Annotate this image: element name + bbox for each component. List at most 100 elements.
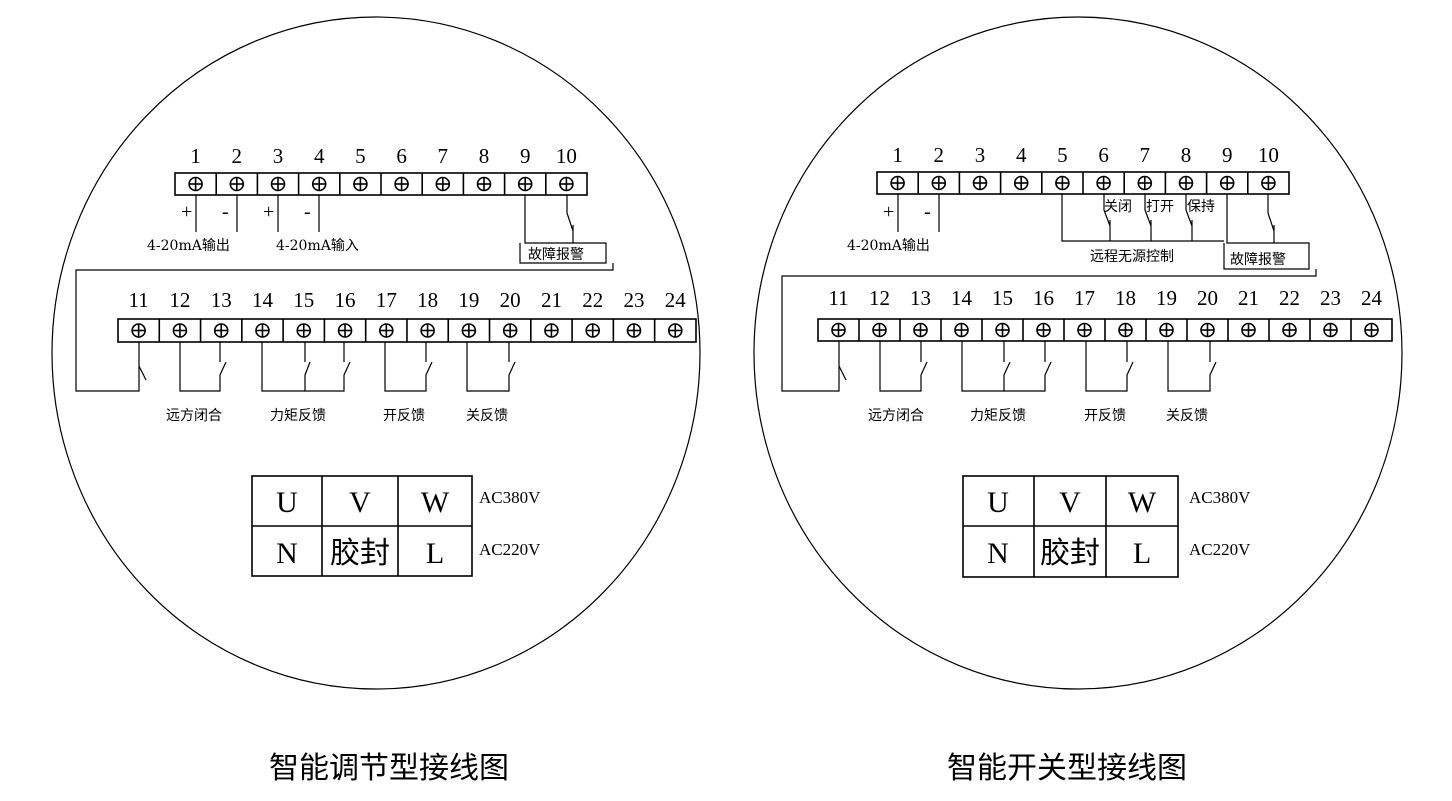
label-4-20ma-output: 4-20mA输出 [147, 238, 230, 254]
terminal-number: 21 [1238, 286, 1259, 310]
cell-v: V [1059, 486, 1081, 519]
terminal-number: 9 [1222, 143, 1233, 167]
contact-16 [305, 342, 351, 392]
terminal-number: 15 [992, 286, 1013, 310]
terminal-number: 20 [500, 288, 521, 312]
terminal-number: 3 [273, 144, 284, 168]
terminal-screw-icon [1178, 175, 1194, 191]
terminal-screw-icon [229, 176, 245, 192]
terminal-number: 11 [129, 288, 149, 312]
terminal-screw-icon [1323, 322, 1338, 338]
terminal-screw-icon [954, 322, 969, 338]
terminal-screw-icon [337, 323, 353, 338]
contact-12-13 [179, 342, 227, 392]
label-close-feedback: 关反馈 [466, 408, 508, 424]
voltage-380: AC380V [1189, 488, 1251, 507]
terminal-number: 18 [417, 288, 438, 312]
terminal-screw-icon [255, 323, 270, 338]
terminal-number: 5 [1057, 143, 1068, 167]
terminal-screw-icon [1200, 322, 1215, 338]
terminal-screw-icon [872, 322, 887, 338]
terminal-number: 16 [335, 288, 356, 312]
sign-minus: - [222, 201, 229, 223]
bottom-wiring: 远方闭合 力矩反馈 开反馈 关反馈 [781, 269, 1317, 424]
terminal-number: 22 [1279, 286, 1300, 310]
contact-17-18 [1085, 341, 1134, 392]
terminal-screw-icon [913, 322, 928, 338]
terminal-screw-icon [1137, 175, 1153, 191]
contact-hold [1185, 194, 1193, 241]
terminal-number: 16 [1033, 286, 1054, 310]
label-4-20ma-input: 4-20mA输入 [276, 238, 359, 254]
cell-n: N [276, 537, 298, 570]
terminal-screw-icon [502, 323, 518, 338]
terminal-screw-icon [1118, 322, 1133, 338]
terminal-number: 24 [1361, 286, 1383, 310]
terminal-screw-icon [559, 176, 574, 192]
terminal-number: 2 [232, 144, 243, 168]
housing-circle [51, 16, 701, 690]
terminal-number: 4 [1016, 143, 1027, 167]
cell-u: U [276, 486, 298, 519]
terminal-screw-icon [1159, 322, 1174, 338]
diagram-caption: 智能调节型接线图 [269, 751, 509, 786]
label-fault-alarm: 故障报警 [528, 247, 584, 263]
terminal-screw-icon [1282, 322, 1297, 338]
terminal-number: 5 [355, 144, 366, 168]
contact-19-20 [1167, 341, 1217, 392]
terminal-number: 23 [624, 288, 645, 312]
terminal-number: 14 [252, 288, 274, 312]
terminal-number: 17 [1074, 286, 1095, 310]
terminal-screw-icon [995, 322, 1010, 338]
terminal-number: 7 [438, 144, 449, 168]
contact-14-15 [261, 342, 311, 392]
sign-plus: + [263, 201, 274, 223]
voltage-220: AC220V [1189, 540, 1251, 559]
label-close-feedback: 关反馈 [1166, 408, 1208, 424]
terminal-screw-icon [1013, 175, 1029, 191]
label-open-feedback: 开反馈 [1084, 408, 1126, 424]
terminal-number: 15 [293, 288, 314, 312]
contact-open [1144, 194, 1152, 241]
terminal-screw-icon [1036, 322, 1051, 338]
label-4-20ma-output: 4-20mA输出 [847, 238, 930, 254]
contact-close [1103, 194, 1111, 241]
terminal-number: 3 [975, 143, 986, 167]
label-open-feedback: 开反馈 [383, 408, 425, 424]
housing-circle [753, 16, 1403, 690]
terminal-screw-icon [626, 323, 642, 338]
terminal-number: 23 [1320, 286, 1341, 310]
terminal-number: 17 [376, 288, 397, 312]
contact-11 [838, 365, 847, 381]
bottom-wiring: 远方闭合 力矩反馈 开反馈 关反馈 [75, 263, 614, 424]
terminal-screw-icon [435, 176, 451, 192]
power-table: U V W N 胶封 L AC380V AC220V [962, 475, 1251, 578]
terminal-screw-icon [544, 323, 559, 338]
terminal-screw-icon [1055, 175, 1070, 191]
terminal-number: 20 [1197, 286, 1218, 310]
cell-seal: 胶封 [330, 536, 390, 571]
sign-minus: - [304, 201, 311, 223]
remote-control-bus [1061, 194, 1224, 242]
terminal-screw-icon [379, 323, 394, 338]
top-wiring: + - + - 4-20mA输出 4-20mA输入 故障报警 [147, 195, 607, 264]
terminal-screw-icon [213, 323, 229, 338]
fault-alarm-box [1223, 194, 1310, 270]
sign-plus: + [181, 201, 192, 223]
label-torque-feedback: 力矩反馈 [270, 408, 326, 424]
terminal-number: 12 [169, 288, 190, 312]
cell-u: U [987, 486, 1009, 519]
terminal-screw-icon [1096, 175, 1111, 191]
terminal-screw-icon [890, 175, 905, 191]
sign-plus: + [883, 201, 894, 223]
terminal-screw-icon [131, 323, 146, 338]
terminal-number: 22 [582, 288, 603, 312]
terminal-screw-icon [585, 323, 601, 338]
cell-l: L [1133, 537, 1151, 570]
